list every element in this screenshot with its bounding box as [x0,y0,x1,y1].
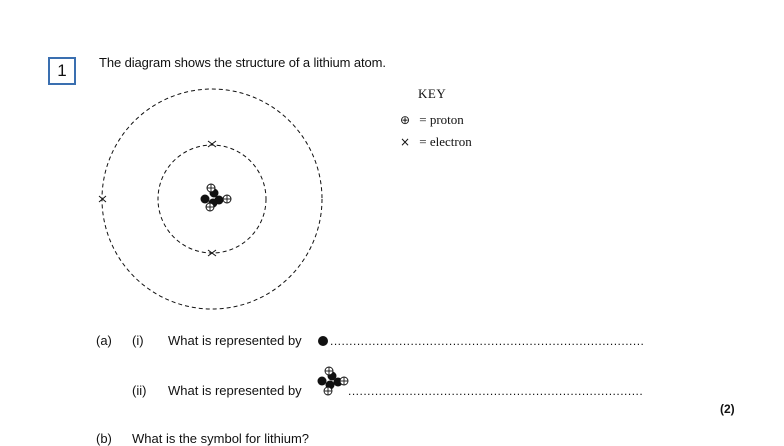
key-row-electron: × = electron [394,134,472,152]
proton [205,202,215,212]
proton [206,183,216,193]
key-row-proton: ⊕ = proton [394,112,464,130]
part-a-i-question: What is represented by [168,333,302,348]
part-b-label: (b) [96,431,112,446]
part-a-label: (a) [96,333,112,348]
part-a-ii-question: What is represented by [168,383,302,398]
proton-icon: ⊕ [399,113,411,127]
electron-icon: × [399,135,411,149]
part-a-ii-label: (ii) [132,383,147,398]
key-label-electron: = electron [419,134,472,149]
part-b-question: What is the symbol for lithium? [132,431,310,446]
question-intro: The diagram shows the structure of a lit… [99,55,386,70]
electron-icon [207,249,217,257]
answer-line-a-ii[interactable]: ........................................… [348,384,642,398]
answer-line-a-i[interactable]: ........................................… [330,334,644,348]
proton [222,194,232,204]
electron-icon [207,140,217,148]
neutron [200,194,210,204]
key-label-proton: = proton [419,112,464,127]
question-number: 1 [57,61,67,80]
nucleus [200,183,232,212]
part-a-i-label: (i) [132,333,144,348]
neutron-icon [318,336,328,346]
electron-icon [98,195,107,203]
nucleus-icon [317,366,349,396]
question-number-box: 1 [48,57,76,85]
marks-a: (2) [720,402,735,416]
key-title: KEY [418,86,447,101]
